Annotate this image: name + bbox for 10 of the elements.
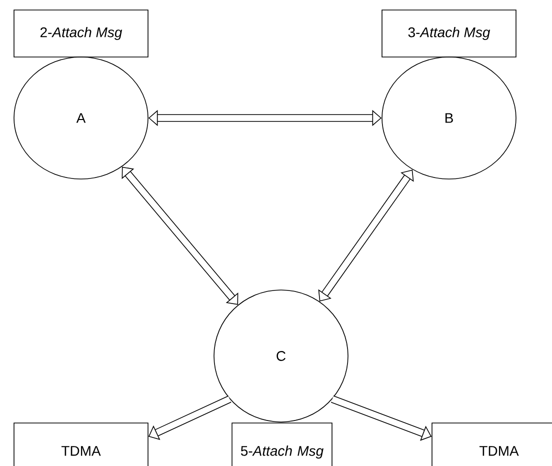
double-arrow (318, 170, 414, 302)
double-arrow (122, 166, 238, 305)
label-box: 3-Attach Msg (382, 10, 516, 58)
circle-node: B (382, 56, 516, 180)
circle-node: A (14, 56, 148, 180)
circle-node: C (214, 290, 348, 422)
label-box: TDMA (432, 422, 552, 466)
label-box: TDMA (14, 422, 148, 466)
label-box: 2-Attach Msg (14, 10, 148, 58)
label-box: 5-Attach Msg (232, 422, 332, 466)
